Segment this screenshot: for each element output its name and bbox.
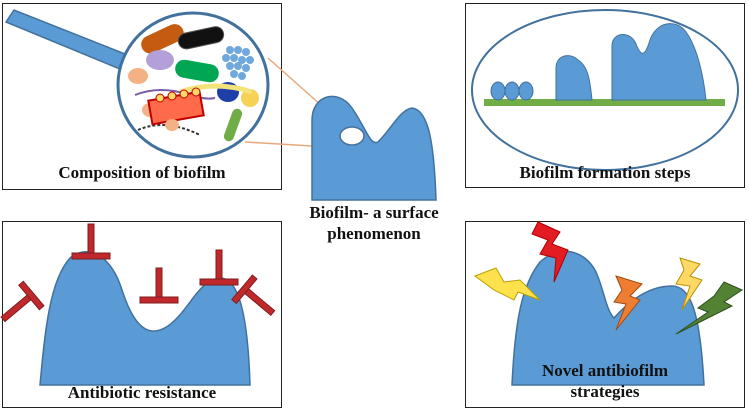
lightning-bolt-light-yellow-icon	[675, 257, 703, 311]
inhibitor-icons	[0, 223, 276, 323]
resistance-biofilm-shape	[39, 251, 251, 386]
bacterium-rod-green	[175, 59, 219, 83]
protein-red-block	[147, 87, 205, 126]
bacterium-rod-brown	[141, 24, 184, 54]
inhibitor-stem-1	[87, 223, 95, 255]
attached-cell-2	[504, 81, 520, 101]
microbe-purple	[146, 50, 174, 70]
inhibitor-diag-right	[231, 274, 276, 317]
label-novel-line2: strategies	[570, 382, 640, 401]
inhibitor-stem-3	[215, 249, 223, 281]
lightning-bolt-orange-icon	[613, 275, 643, 331]
microbe-peach	[128, 68, 148, 84]
inhibitor-bar-3	[199, 278, 239, 286]
bacterium-rod-green-2	[223, 108, 243, 142]
fiber-yellow	[179, 83, 253, 95]
inhibitor-bar-1	[71, 252, 111, 260]
dna-strand-dark	[137, 124, 201, 136]
mature-biofilm-shape	[611, 23, 707, 101]
center-biofilm-pore	[339, 126, 365, 146]
magnifier-icon	[4, 9, 270, 159]
matrix-cluster-blue	[222, 46, 254, 80]
label-center-line2: phenomenon	[327, 224, 421, 243]
microcolony-shape	[555, 55, 593, 101]
inhibitor-bar-2	[139, 296, 179, 304]
attached-cell-3	[518, 81, 534, 101]
attached-cell-1	[490, 81, 506, 101]
label-novel-line1: Novel antibiofilm	[541, 361, 669, 380]
lightning-bolt-yellow-icon	[473, 267, 541, 301]
bacterium-rod-black	[177, 26, 225, 50]
label-formation: Biofilm formation steps	[519, 163, 691, 182]
label-resistance: Antibiotic resistance	[67, 383, 217, 402]
inhibitor-diag-left	[0, 280, 45, 323]
lightning-bolt-red-icon	[531, 221, 569, 283]
label-center-line1: Biofilm- a surface	[309, 203, 439, 222]
microbe-yellow	[241, 89, 259, 107]
novel-biofilm-shape	[511, 250, 705, 386]
inhibitor-stem-2	[155, 267, 163, 299]
label-composition: Composition of biofilm	[58, 163, 226, 182]
lightning-bolt-green-icon	[675, 281, 744, 335]
center-biofilm-shape	[311, 95, 437, 201]
microbe-peach-3	[165, 119, 179, 131]
surface-bar	[484, 99, 725, 106]
